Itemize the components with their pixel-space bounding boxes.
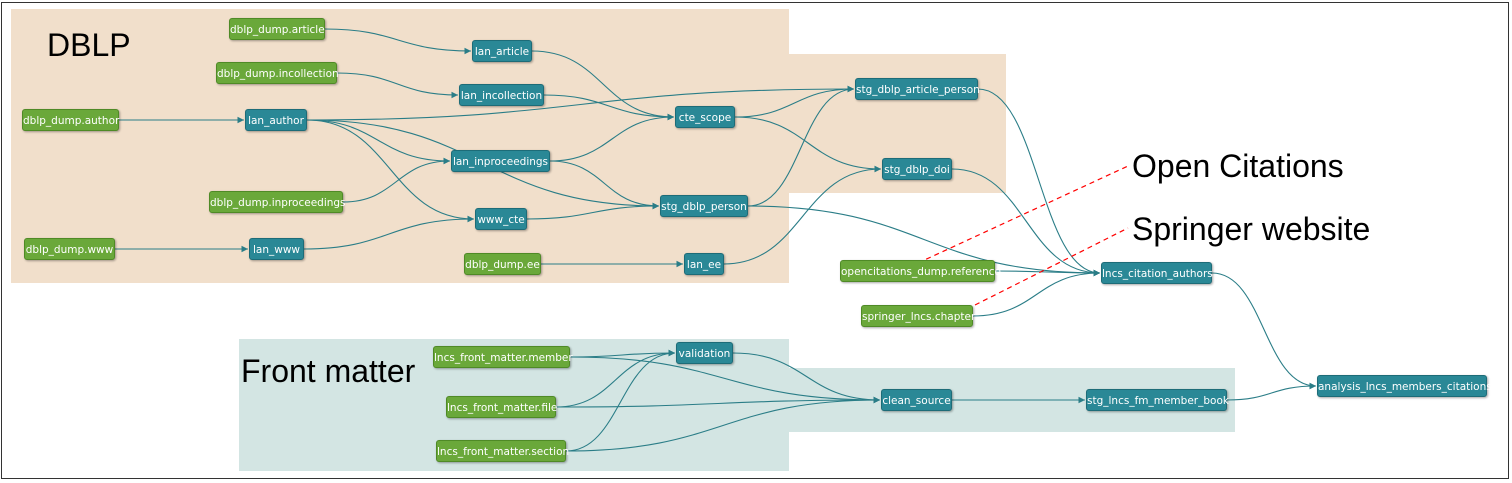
edge-cte_scope-to-stg_dblp_doi: [734, 116, 882, 173]
node-opencitations-dump-reference[interactable]: opencitations_dump.reference: [840, 260, 1001, 282]
edge-lan_www-to-www_cte: [303, 215, 475, 250]
edge-lan_article-to-cte_scope: [531, 50, 675, 121]
edge-lan_inproceedings-to-cte_scope: [549, 113, 675, 162]
edge-lan_author-to-www_cte: [306, 119, 475, 223]
node-lncs-front-matter-file[interactable]: lncs_front_matter.file: [446, 396, 557, 418]
node-stg-dblp-person[interactable]: stg_dblp_person: [660, 195, 748, 217]
open-citations-pointer-line: [917, 165, 1129, 264]
node-lan-www[interactable]: lan_www: [249, 238, 304, 260]
edge-validation-to-clean_source: [732, 352, 881, 404]
springer-website-annotation: Springer website: [1132, 211, 1371, 247]
node-www-cte[interactable]: www_cte: [475, 208, 527, 230]
edge-stg_dblp_person-to-lncs_citation_authors: [747, 205, 1101, 277]
node-dblp-dump-inproceedings[interactable]: dblp_dump.inproceedings: [209, 191, 346, 213]
node-analysis-lncs-members-citations[interactable]: analysis_lncs_members_citations: [1317, 375, 1492, 397]
node-lncs-front-matter-section[interactable]: lncs_front_matter.section: [436, 440, 569, 462]
node-lan-article[interactable]: lan_article: [472, 40, 532, 62]
edge-dblp_dump_inproceedings-to-lan_inproceedings: [342, 157, 451, 203]
edge-springer_lncs_chapter-to-lncs_citation_authors: [972, 269, 1101, 317]
node-lan-author[interactable]: lan_author: [245, 109, 307, 131]
node-dblp-dump-www[interactable]: dblp_dump.www: [24, 238, 115, 260]
dblp-region-label: DBLP: [47, 27, 131, 63]
edge-lncs_front_matter_section-to-validation: [565, 349, 676, 452]
node-validation[interactable]: validation: [676, 342, 733, 364]
edge-dblp_dump_article-to-lan_article: [324, 28, 472, 55]
node-stg-dblp-doi[interactable]: stg_dblp_doi: [882, 158, 952, 180]
edge-dblp_dump_incollection-to-lan_incollection: [336, 72, 459, 99]
edge-cte_scope-to-stg_dblp_article_person: [734, 85, 855, 118]
edge-stg_dblp_article_person-to-lncs_citation_authors: [977, 88, 1101, 277]
node-lan-ee[interactable]: lan_ee: [684, 253, 724, 275]
edge-lan_inproceedings-to-stg_dblp_person: [549, 160, 660, 210]
edge-lan_author-to-lan_inproceedings: [306, 119, 451, 165]
node-cte-scope[interactable]: cte_scope: [675, 106, 735, 128]
node-stg-dblp-article-person[interactable]: stg_dblp_article_person: [855, 78, 980, 100]
node-lncs-citation-authors[interactable]: lncs_citation_authors: [1101, 262, 1213, 284]
node-lan-inproceedings[interactable]: lan_inproceedings: [451, 150, 550, 172]
edge-lan_author-to-stg_dblp_article_person: [306, 85, 855, 121]
node-dblp-dump-author[interactable]: dblp_dump.author: [22, 109, 119, 131]
node-lan-incollection[interactable]: lan_incollection: [459, 84, 544, 106]
edge-stg_lncs_fm_member_book-to-analysis_lncs_members_citations: [1226, 382, 1317, 401]
edge-lncs_front_matter_file-to-validation: [555, 349, 676, 408]
node-dblp-dump-ee[interactable]: dblp_dump.ee: [464, 253, 541, 275]
node-lncs-front-matter-member[interactable]: lncs_front_matter.member: [433, 346, 573, 368]
node-dblp-dump-incollection[interactable]: dblp_dump.incollection: [216, 62, 339, 84]
edge-lncs_citation_authors-to-analysis_lncs_members_citations: [1211, 272, 1317, 390]
dblp-region: [11, 9, 789, 283]
edge-lncs_front_matter_member-to-clean_source: [569, 356, 881, 404]
edge-lan_incollection-to-cte_scope: [543, 94, 675, 121]
node-dblp-dump-article[interactable]: dblp_dump.article: [229, 18, 325, 40]
edge-lan_ee-to-stg_dblp_doi: [723, 165, 882, 265]
open-citations-annotation: Open Citations: [1132, 148, 1344, 184]
edge-lncs_front_matter_file-to-clean_source: [555, 396, 881, 408]
edge-stg_dblp_doi-to-lncs_citation_authors: [951, 168, 1101, 277]
edge-www_cte-to-stg_dblp_person: [526, 202, 660, 220]
front-matter-region-label: Front matter: [241, 353, 416, 389]
edge-opencitations_dump_reference-to-lncs_citation_authors: [994, 269, 1101, 277]
springer-website-pointer-line: [974, 227, 1129, 306]
node-stg-lncs-fm-member-book[interactable]: stg_lncs_fm_member_book: [1086, 389, 1229, 411]
edge-lncs_front_matter_section-to-clean_source: [565, 396, 881, 452]
edge-stg_dblp_person-to-stg_dblp_article_person: [747, 85, 855, 207]
node-springer-lncs-chapter[interactable]: springer_lncs.chapter: [861, 305, 975, 327]
node-clean-source[interactable]: clean_source: [881, 389, 952, 411]
